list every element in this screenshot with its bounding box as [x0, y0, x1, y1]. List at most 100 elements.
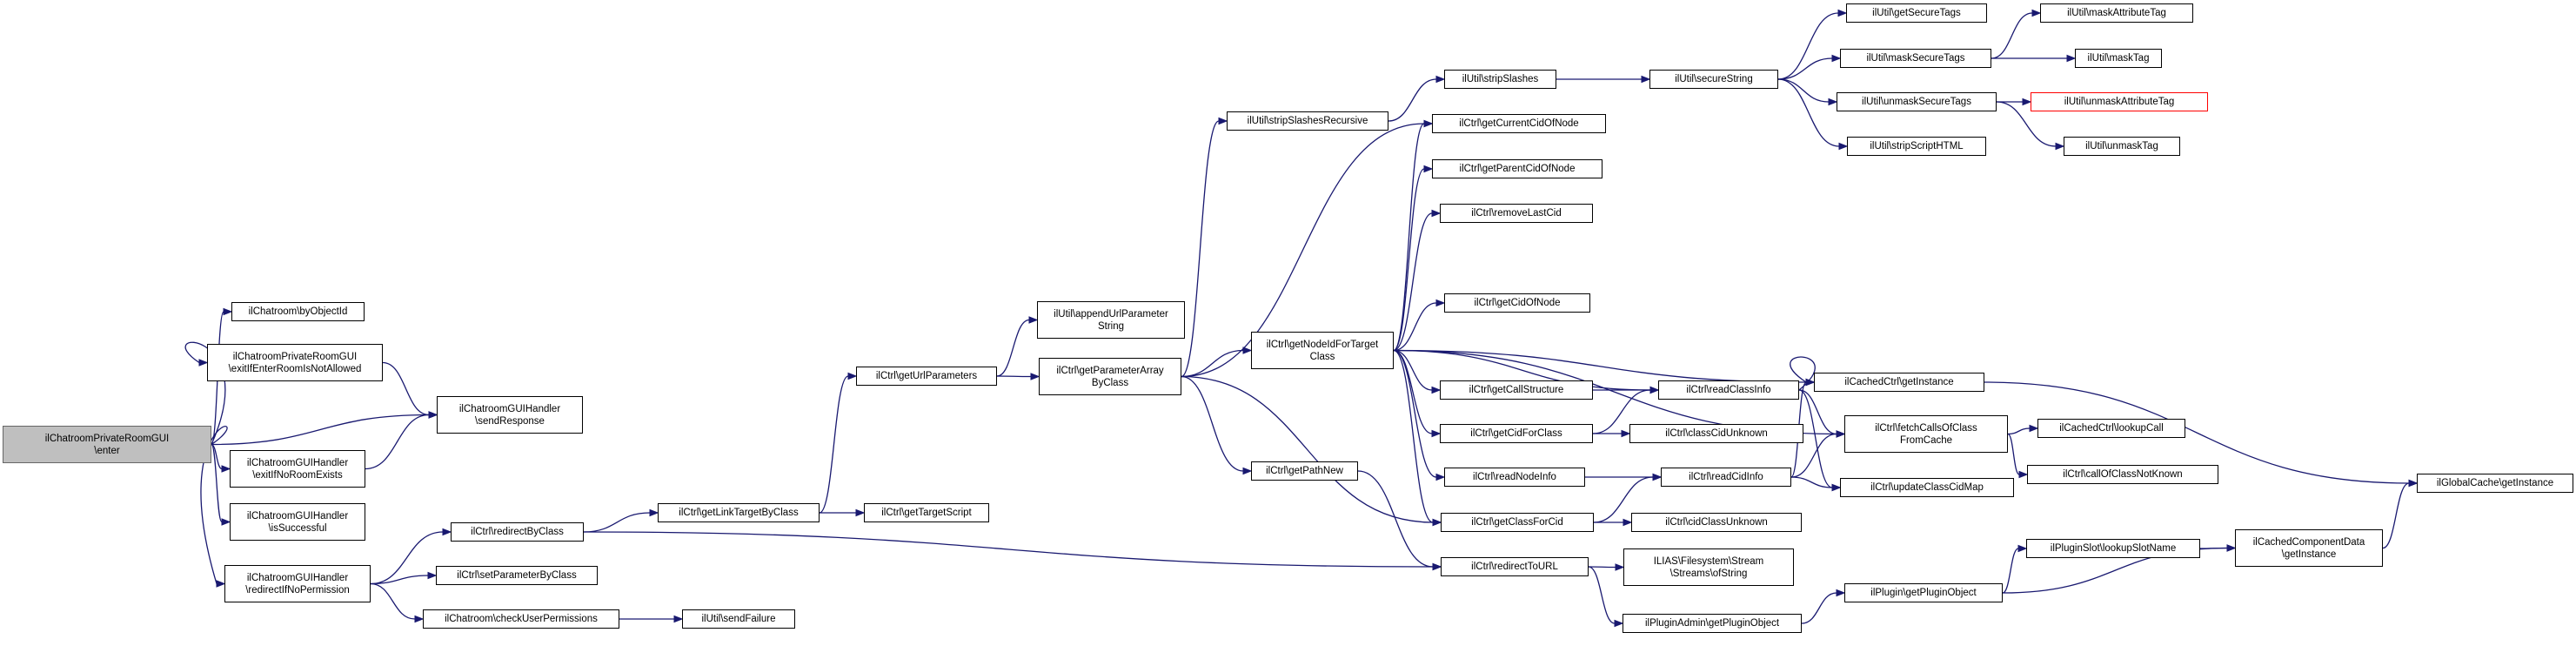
node-send-response[interactable]: ilChatroomGUIHandler \sendResponse [437, 396, 583, 434]
edge-arrowhead [649, 508, 659, 517]
node-get-class-for-cid[interactable]: ilCtrl\getClassForCid [1441, 513, 1594, 532]
node-cached-component-data[interactable]: ilCachedComponentData \getInstance [2235, 529, 2383, 567]
edge-enter-to-redirectIfNoPerm [200, 425, 228, 584]
edge-arrowhead [2029, 424, 2039, 433]
node-get-cid-of-node[interactable]: ilCtrl\getCidOfNode [1444, 293, 1590, 313]
edge-maskSecureTags-to-maskAttributeTag [1991, 12, 2033, 59]
node-check-user-permissions[interactable]: ilChatroom\checkUserPermissions [423, 609, 619, 629]
edge-getClassForCid-to-readCidInfo [1593, 476, 1654, 523]
node-read-cid-info[interactable]: ilCtrl\readCidInfo [1661, 468, 1791, 487]
node-get-current-cid-of-node[interactable]: ilCtrl\getCurrentCidOfNode [1432, 114, 1606, 133]
node-get-node-id-for-target-class[interactable]: ilCtrl\getNodeIdForTarget Class [1251, 332, 1394, 369]
node-exit-if-enter[interactable]: ilChatroomPrivateRoomGUI \exitIfEnterRoo… [207, 344, 383, 381]
edge-arrowhead [1435, 75, 1446, 84]
edge-stripSlashesRecursive-to-stripSlashes [1388, 78, 1437, 122]
edge-arrowhead [216, 580, 226, 588]
node-read-node-info[interactable]: ilCtrl\readNodeInfo [1444, 468, 1585, 487]
edge-arrowhead [1831, 483, 1842, 492]
edge-arrowhead [1641, 75, 1651, 84]
node-redirect-to-url[interactable]: ilCtrl\redirectToURL [1441, 557, 1589, 576]
edge-arrowhead [2031, 9, 2042, 17]
node-plugin-get-plugin-object[interactable]: ilPlugin\getPluginObject [1844, 583, 2003, 602]
edge-arrowhead [2066, 54, 2077, 63]
node-mask-attribute-tag[interactable]: ilUtil\maskAttributeTag [2040, 3, 2193, 23]
node-fetch-calls-of-class[interactable]: ilCtrl\fetchCallsOfClass FromCache [1844, 415, 2008, 453]
node-by-object-id[interactable]: ilChatroom\byObjectId [231, 302, 365, 321]
node-class-cid-unknown[interactable]: ilCtrl\classCidUnknown [1629, 424, 1803, 443]
node-is-successful[interactable]: ilChatroomGUIHandler \isSuccessful [230, 503, 365, 541]
node-cid-class-unknown[interactable]: ilCtrl\cidClassUnknown [1631, 513, 1802, 532]
edge-getNodeIdForTargetClass-to-getParentCidOfNode [1393, 168, 1425, 352]
node-get-path-new[interactable]: ilCtrl\getPathNew [1251, 461, 1358, 481]
node-cached-ctrl-get-instance[interactable]: ilCachedCtrl\getInstance [1814, 373, 1984, 392]
edge-enter-to-isSuccessful [211, 443, 223, 523]
node-get-call-structure[interactable]: ilCtrl\getCallStructure [1440, 380, 1593, 400]
node-read-class-info[interactable]: ilCtrl\readClassInfo [1658, 380, 1799, 400]
edge-arrowhead [1435, 473, 1446, 481]
edge-readCidInfo-to-fetchCallsOfClass [1790, 433, 1837, 478]
node-unmask-tag[interactable]: ilUtil\unmaskTag [2064, 137, 2180, 156]
edge-cachedCtrlGetInstance-to-globalCache [1984, 381, 2410, 484]
node-get-secure-tags[interactable]: ilUtil\getSecureTags [1846, 3, 1987, 23]
edge-arrowhead [1431, 429, 1442, 438]
node-get-parent-cid-of-node[interactable]: ilCtrl\getParentCidOfNode [1432, 159, 1602, 178]
edge-redirectIfNoPerm-to-redirectByClass [370, 531, 444, 585]
edge-arrowhead [673, 615, 684, 623]
node-get-target-script[interactable]: ilCtrl\getTargetScript [864, 503, 989, 522]
edge-readCidInfo-to-updateClassCidMap [1790, 476, 1833, 488]
node-call-of-class-not-known[interactable]: ilCtrl\callOfClassNotKnown [2027, 465, 2218, 484]
node-get-cid-for-class[interactable]: ilCtrl\getCidForClass [1440, 424, 1593, 443]
edge-getNodeIdForTargetClass-to-getCidOfNode [1393, 302, 1437, 352]
node-secure-string[interactable]: ilUtil\secureString [1649, 70, 1778, 89]
edge-arrowhead [1432, 518, 1442, 527]
node-get-parameter-array[interactable]: ilCtrl\getParameterArray ByClass [1039, 358, 1181, 395]
node-mask-tag[interactable]: ilUtil\maskTag [2075, 49, 2162, 68]
edge-arrowhead [1242, 467, 1253, 475]
node-mask-secure-tags[interactable]: ilUtil\maskSecureTags [1840, 49, 1991, 68]
node-lookup-call[interactable]: ilCachedCtrl\lookupCall [2037, 419, 2185, 438]
edge-arrowhead [2017, 544, 2028, 553]
edge-arrowhead [1431, 386, 1442, 394]
node-redirect-by-class[interactable]: ilCtrl\redirectByClass [451, 522, 584, 542]
node-set-parameter-by-class[interactable]: ilCtrl\setParameterByClass [436, 566, 598, 585]
edge-getNodeIdForTargetClass-to-readClassInfo [1393, 349, 1651, 391]
node-append-url-parameter[interactable]: ilUtil\appendUrlParameter String [1037, 301, 1185, 339]
node-redirect-if-no-perm[interactable]: ilChatroomGUIHandler \redirectIfNoPermis… [224, 565, 371, 602]
node-exit-if-no-room[interactable]: ilChatroomGUIHandler \exitIfNoRoomExists [230, 450, 365, 488]
edge-exitIfNoRoom-to-sendResponse [365, 414, 430, 470]
edge-arrowhead [221, 465, 231, 473]
node-strip-slashes[interactable]: ilUtil\stripSlashes [1444, 70, 1556, 89]
node-unmask-secure-tags[interactable]: ilUtil\unmaskSecureTags [1837, 92, 1997, 111]
node-of-string[interactable]: ILIAS\Filesystem\Stream \Streams\ofStrin… [1623, 548, 1794, 586]
edge-secureString-to-stripScriptHTML [1777, 78, 1840, 147]
edge-arrowhead [1431, 209, 1442, 218]
edge-getNodeIdForTargetClass-to-removeLastCid [1393, 212, 1433, 352]
node-send-failure[interactable]: ilUtil\sendFailure [682, 609, 795, 629]
edge-arrowhead [428, 411, 438, 419]
node-lookup-slot-name[interactable]: ilPluginSlot\lookupSlotName [2026, 539, 2200, 558]
edge-arrowhead [1623, 518, 1633, 527]
node-get-url-parameters[interactable]: ilCtrl\getUrlParameters [856, 367, 997, 386]
node-global-cache[interactable]: ilGlobalCache\getInstance [2417, 474, 2573, 493]
node-get-link-target-by-class[interactable]: ilCtrl\getLinkTargetByClass [658, 503, 820, 522]
edge-exitIfEnter-to-sendResponse [382, 361, 430, 416]
edge-arrowhead [427, 571, 438, 580]
node-strip-slashes-recursive[interactable]: ilUtil\stripSlashesRecursive [1227, 111, 1388, 131]
edge-arrowhead [1621, 429, 1631, 438]
edge-redirectIfNoPerm-to-checkUserPermissions [370, 582, 416, 620]
edge-arrowhead [221, 518, 231, 526]
node-strip-script-html[interactable]: ilUtil\stripScriptHTML [1847, 137, 1986, 156]
node-unmask-attribute-tag[interactable]: ilUtil\unmaskAttributeTag [2031, 92, 2208, 111]
edge-getNodeIdForTargetClass-to-getCurrentCidOfNode [1393, 123, 1425, 352]
edge-arrowhead [1423, 165, 1434, 173]
edge-arrowhead [223, 307, 233, 316]
edge-getLinkTargetByClass-to-getUrlParameters [819, 375, 849, 514]
node-remove-last-cid[interactable]: ilCtrl\removeLastCid [1440, 204, 1593, 223]
node-update-class-cid-map[interactable]: ilCtrl\updateClassCidMap [1840, 478, 2014, 497]
node-get-plugin-object-admin[interactable]: ilPluginAdmin\getPluginObject [1623, 614, 1802, 633]
edge-fetchCallsOfClass-to-lookupCall [2007, 427, 2031, 435]
edge-getPluginObjectAdmin-to-pluginGetPluginObject [1801, 592, 1837, 624]
edge-arrowhead [2022, 98, 2032, 106]
